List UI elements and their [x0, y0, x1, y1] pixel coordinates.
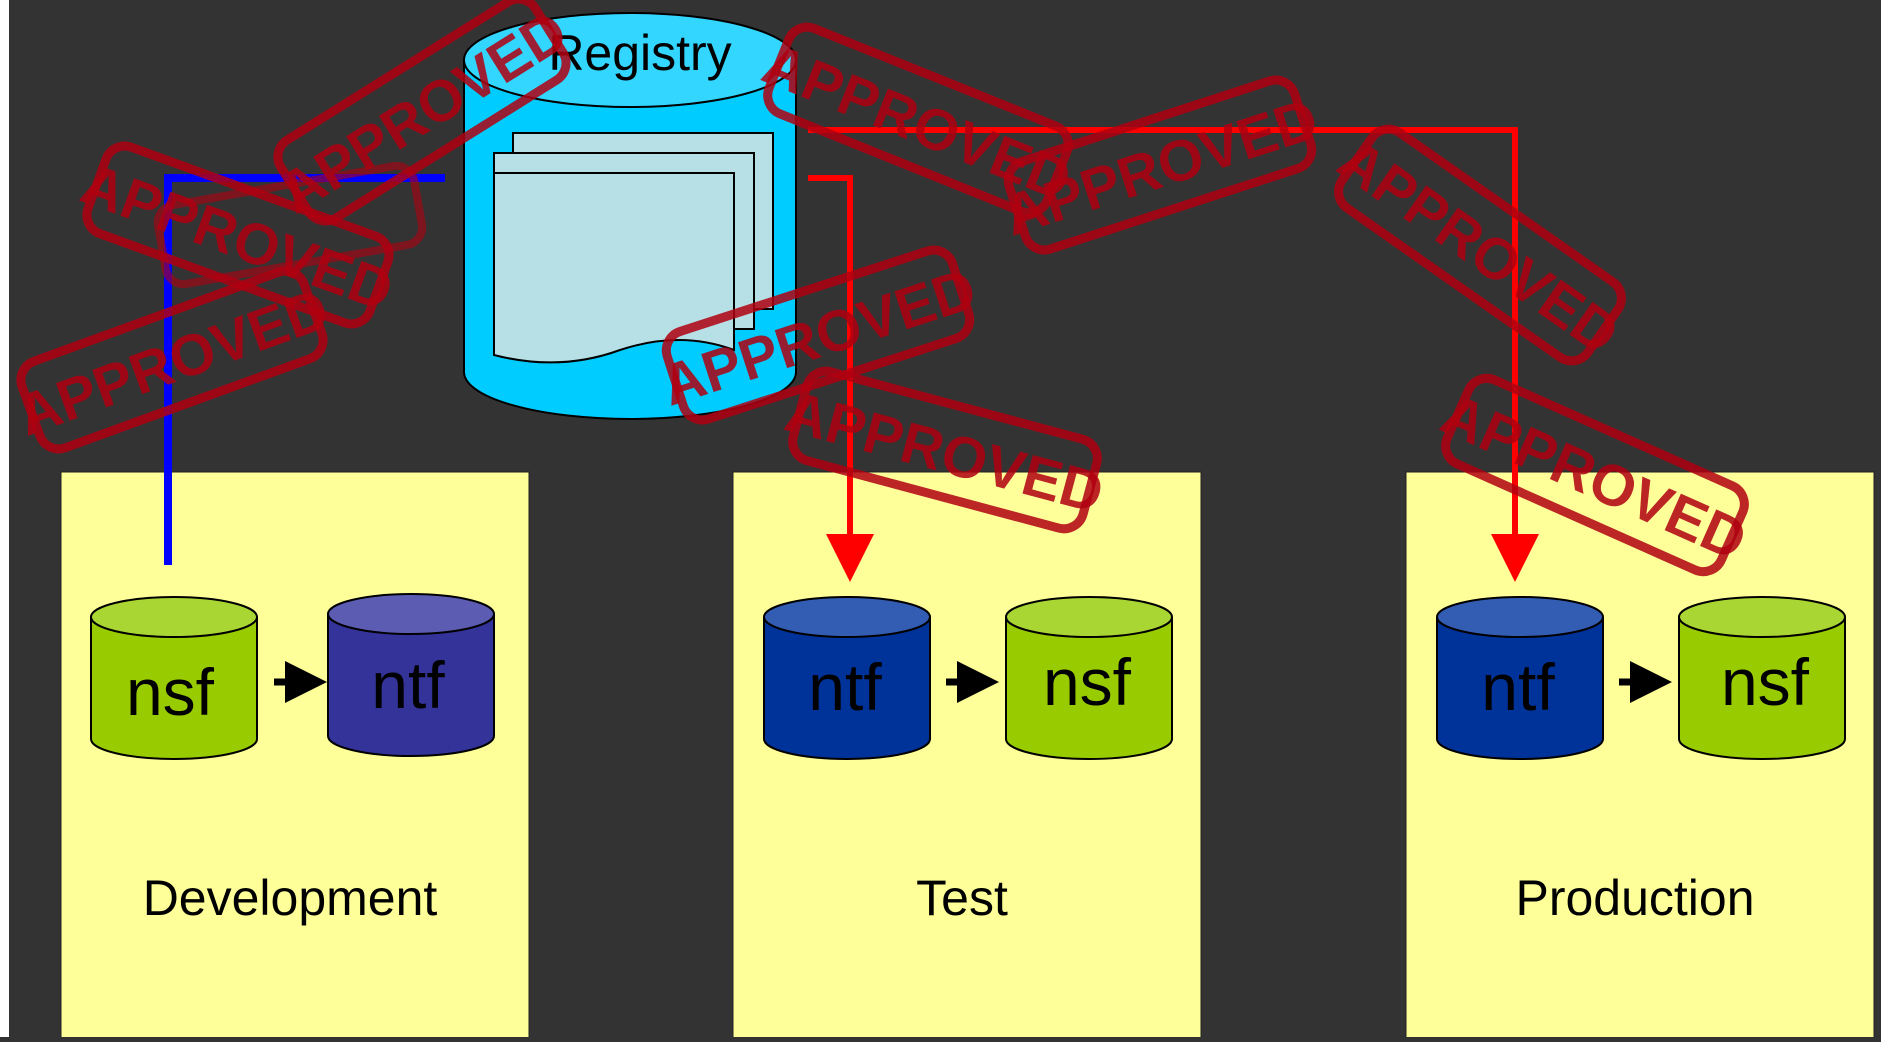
environment-label-development: Development — [143, 870, 438, 926]
cylinder-label: nsf — [1043, 645, 1132, 719]
development-target-cylinder: ntf — [327, 593, 495, 757]
registry-database: Registry — [463, 12, 797, 420]
development-source-cylinder: nsf — [90, 596, 258, 760]
stamp-text: APPROVED — [1327, 127, 1631, 367]
test-source-cylinder: ntf — [763, 596, 931, 760]
cylinder-label: ntf — [808, 650, 882, 724]
registry-label: Registry — [548, 25, 731, 81]
test-target-cylinder: nsf — [1005, 596, 1173, 760]
approved-stamp — [153, 161, 427, 289]
approved-stamp: APPROVED — [1327, 124, 1631, 367]
cylinder-label: nsf — [126, 655, 215, 729]
production-source-cylinder: ntf — [1436, 596, 1604, 760]
red-connector-production — [808, 127, 1539, 582]
cylinder-label: nsf — [1721, 645, 1810, 719]
cylinder-label: ntf — [1481, 650, 1555, 724]
environment-label-test: Test — [916, 870, 1008, 926]
registry-documents — [493, 132, 774, 364]
environment-label-production: Production — [1515, 870, 1754, 926]
left-edge-strip — [0, 0, 9, 1037]
production-target-cylinder: nsf — [1678, 596, 1846, 760]
blue-connector — [164, 174, 445, 565]
cylinder-label: ntf — [371, 648, 445, 722]
red-connector-test — [808, 175, 874, 582]
